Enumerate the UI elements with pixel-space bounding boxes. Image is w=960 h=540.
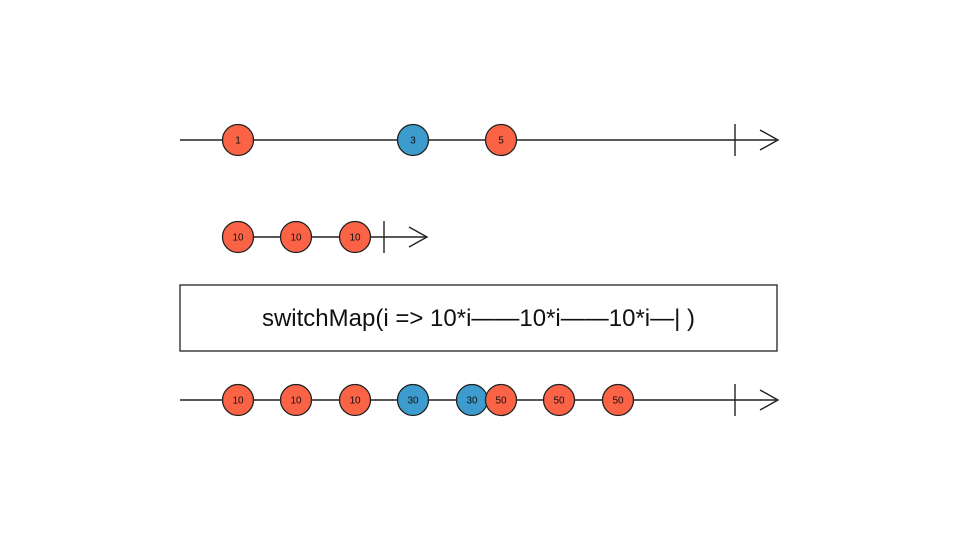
marble-label: 1 <box>235 136 241 147</box>
inner-marble-2: 10 <box>279 220 313 254</box>
source-marble-3: 5 <box>484 123 518 157</box>
inner-marble-3: 10 <box>338 220 372 254</box>
source-marble-1: 1 <box>221 123 255 157</box>
marble-label: 30 <box>466 396 478 407</box>
output-marble-8: 50 <box>601 383 635 417</box>
output-marble-2: 10 <box>279 383 313 417</box>
marble-circle <box>338 383 372 417</box>
marble-label: 10 <box>290 233 302 244</box>
marble-label: 50 <box>553 396 565 407</box>
marble-label: 3 <box>410 136 416 147</box>
marble-circle <box>484 123 518 157</box>
operator-label: switchMap(i => 10*i——10*i——10*i—| ) <box>262 305 695 332</box>
marble-label: 10 <box>349 396 361 407</box>
marble-circle <box>396 123 430 157</box>
marble-label: 5 <box>498 136 504 147</box>
inner-stream: 10 10 10 <box>221 220 429 254</box>
output-marble-1: 10 <box>221 383 255 417</box>
output-marble-4: 30 <box>396 383 430 417</box>
marble-label: 10 <box>232 233 244 244</box>
marble-label: 50 <box>612 396 624 407</box>
marble-circle <box>279 383 313 417</box>
source-stream: 1 3 5 <box>180 123 780 157</box>
operator-box: switchMap(i => 10*i——10*i——10*i—| ) <box>179 284 778 352</box>
marble-circle <box>279 220 313 254</box>
marble-circle <box>484 383 518 417</box>
source-arrowhead <box>759 129 780 151</box>
marble-circle <box>338 220 372 254</box>
inner-marble-1: 10 <box>221 220 255 254</box>
output-marble-5: 30 <box>455 383 489 417</box>
output-marble-3: 10 <box>338 383 372 417</box>
output-arrowhead <box>759 389 780 411</box>
marble-label: 10 <box>290 396 302 407</box>
marble-label: 50 <box>495 396 507 407</box>
marble-label: 30 <box>407 396 419 407</box>
marble-circle <box>221 220 255 254</box>
marble-circle <box>542 383 576 417</box>
inner-arrowhead <box>408 226 429 248</box>
marble-circle <box>601 383 635 417</box>
marble-circle <box>221 383 255 417</box>
marble-label: 10 <box>349 233 361 244</box>
output-marble-7: 50 <box>542 383 576 417</box>
source-marble-2: 3 <box>396 123 430 157</box>
marble-circle <box>221 123 255 157</box>
marble-circle <box>396 383 430 417</box>
output-stream: 10 10 10 30 30 50 50 50 <box>180 383 780 417</box>
output-marble-6: 50 <box>484 383 518 417</box>
operator-box-frame <box>179 284 778 352</box>
marble-label: 10 <box>232 396 244 407</box>
